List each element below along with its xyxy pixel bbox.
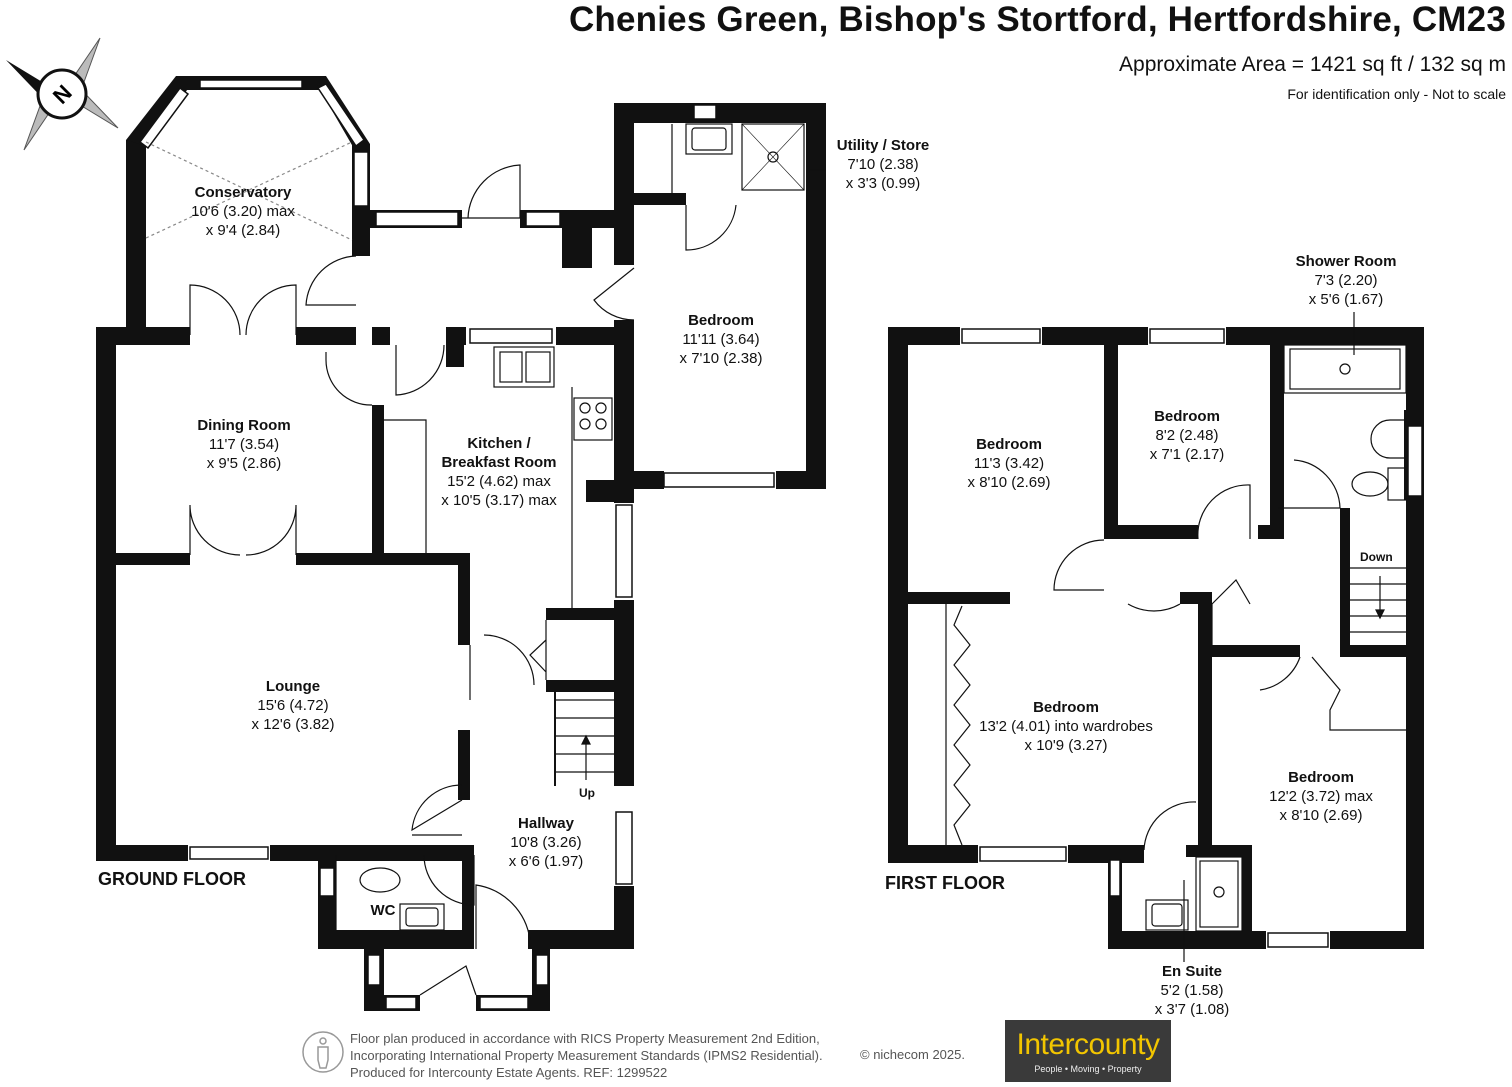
room-dimension: 8'2 (2.48)	[1155, 427, 1219, 444]
room-dimension: x 5'6 (1.67)	[1308, 291, 1384, 308]
page-title: Chenies Green, Bishop's Stortford, Hertf…	[568, 0, 1506, 39]
room-bedroom-4: Bedroom 12'2 (3.72) max x 8'10 (2.69)	[1269, 768, 1373, 825]
room-name: Bedroom	[688, 312, 754, 329]
room-dimension: x 8'10 (2.69)	[967, 474, 1051, 491]
room-shower: Shower Room 7'3 (2.20) x 5'6 (1.67)	[1296, 252, 1397, 309]
room-dimension: 11'7 (3.54)	[208, 436, 280, 453]
room-dimension: 13'2 (4.01) into wardrobes	[979, 718, 1153, 735]
ground-floor-label: GROUND FLOOR	[98, 869, 246, 889]
footer-line: Floor plan produced in accordance with R…	[350, 1031, 820, 1046]
first-floor-walls	[888, 327, 1424, 949]
ground-floor-windows	[138, 79, 775, 1010]
room-dimension: 10'8 (3.26)	[510, 834, 582, 851]
logo-brand: Intercounty	[1016, 1028, 1160, 1061]
room-kitchen: Kitchen / Breakfast Room 15'2 (4.62) max…	[441, 434, 556, 510]
room-bedroom-3: Bedroom 13'2 (4.01) into wardrobes x 10'…	[979, 698, 1153, 755]
room-dimension: x 8'10 (2.69)	[1279, 807, 1363, 824]
room-dimension: 11'3 (3.42)	[973, 455, 1045, 472]
first-floor-windows	[961, 328, 1423, 948]
room-dimension: x 3'3 (0.99)	[845, 175, 921, 192]
ground-floor-details	[145, 123, 826, 996]
room-dimension: 15'6 (4.72)	[257, 697, 329, 714]
intercounty-logo: Intercounty People • Moving • Property	[1005, 1020, 1171, 1082]
room-name: Hallway	[518, 815, 574, 832]
room-dimension: x 10'5 (3.17) max	[441, 492, 557, 509]
room-wc: WC	[371, 901, 396, 920]
room-dimension: x 10'9 (3.27)	[1024, 737, 1108, 754]
logo-tagline: People • Moving • Property	[1034, 1064, 1142, 1074]
room-name: Conservatory	[194, 184, 292, 201]
stairs-up-label: Up	[579, 786, 595, 800]
room-name: WC	[370, 902, 396, 919]
room-name-line2: Breakfast Room	[441, 454, 557, 471]
room-ground-bedroom: Bedroom 11'11 (3.64) x 7'10 (2.38)	[680, 311, 763, 368]
room-name: Bedroom	[976, 436, 1042, 453]
room-dimension: 15'2 (4.62) max	[447, 473, 551, 490]
footer-line: Incorporating International Property Mea…	[350, 1048, 823, 1063]
room-name: Utility / Store	[836, 137, 930, 154]
room-dimension: x 9'5 (2.86)	[206, 455, 282, 472]
room-name: Bedroom	[1033, 699, 1099, 716]
room-utility-store: Utility / Store 7'10 (2.38) x 3'3 (0.99)	[837, 136, 930, 193]
room-dimension: x 3'7 (1.08)	[1154, 1001, 1230, 1018]
room-dimension: 5'2 (1.58)	[1160, 982, 1224, 999]
stairs-down-label: Down	[1360, 550, 1393, 564]
room-name: Bedroom	[1154, 408, 1220, 425]
room-dimension: x 7'10 (2.38)	[679, 350, 763, 367]
room-dimension: 12'2 (3.72) max	[1269, 788, 1373, 805]
room-dimension: x 7'1 (2.17)	[1149, 446, 1225, 463]
identification-note: For identification only - Not to scale	[1287, 86, 1506, 102]
compass-icon	[6, 37, 119, 151]
room-conservatory: Conservatory 10'6 (3.20) max x 9'4 (2.84…	[191, 183, 295, 240]
room-lounge: Lounge 15'6 (4.72) x 12'6 (3.82)	[252, 677, 335, 734]
person-icon	[302, 1031, 344, 1073]
room-dimension: 7'10 (2.38)	[847, 156, 919, 173]
footer-disclaimer: Floor plan produced in accordance with R…	[350, 1030, 823, 1081]
room-dimension: 7'3 (2.20)	[1314, 272, 1378, 289]
room-name: Dining Room	[197, 417, 291, 434]
room-en-suite: En Suite 5'2 (1.58) x 3'7 (1.08)	[1155, 962, 1230, 1019]
room-name: En Suite	[1161, 963, 1223, 980]
room-hallway: Hallway 10'8 (3.26) x 6'6 (1.97)	[509, 814, 584, 871]
room-dimension: 10'6 (3.20) max	[191, 203, 295, 220]
room-name: Lounge	[265, 678, 321, 695]
room-name: Shower Room	[1295, 253, 1397, 270]
room-name: Kitchen /	[467, 435, 531, 452]
room-dimension: x 12'6 (3.82)	[251, 716, 335, 733]
room-name: Bedroom	[1288, 769, 1354, 786]
copyright-notice: © nichecom 2025.	[860, 1047, 965, 1062]
room-bedroom-1: Bedroom 11'3 (3.42) x 8'10 (2.69)	[968, 435, 1051, 492]
room-dining: Dining Room 11'7 (3.54) x 9'5 (2.86)	[197, 416, 290, 473]
room-dimension: x 6'6 (1.97)	[508, 853, 584, 870]
footer-line: Produced for Intercounty Estate Agents. …	[350, 1065, 668, 1080]
room-dimension: x 9'4 (2.84)	[205, 222, 281, 239]
first-floor-label: FIRST FLOOR	[885, 873, 1005, 893]
first-floor-details	[945, 312, 1407, 962]
room-dimension: 11'11 (3.64)	[682, 331, 760, 348]
approximate-area: Approximate Area = 1421 sq ft / 132 sq m	[1119, 53, 1506, 76]
room-bedroom-2: Bedroom 8'2 (2.48) x 7'1 (2.17)	[1150, 407, 1225, 464]
